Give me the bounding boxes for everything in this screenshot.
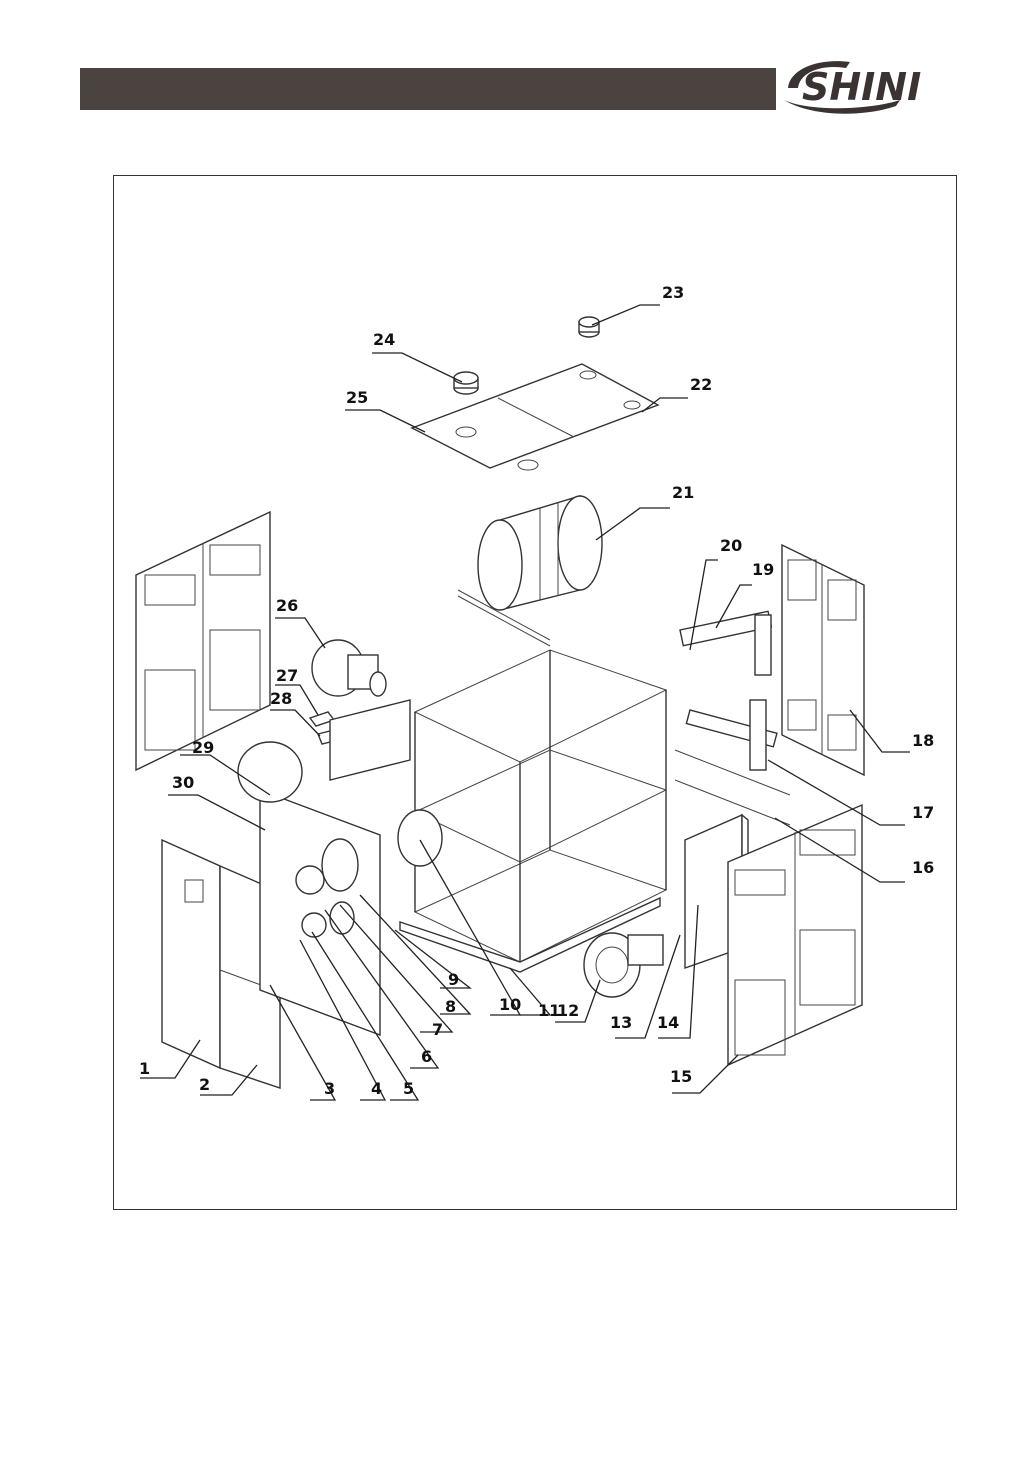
part-label-15: 15 <box>670 1067 692 1086</box>
side-panel-right-top <box>782 545 864 775</box>
part-label-9: 9 <box>448 970 459 989</box>
side-panel-left-top <box>136 512 270 770</box>
part-label-5: 5 <box>403 1079 414 1098</box>
part-label-24: 24 <box>373 330 395 349</box>
part-label-1: 1 <box>139 1059 150 1078</box>
cap-24 <box>454 372 478 394</box>
tank-21 <box>458 496 602 646</box>
part-label-12: 12 <box>557 1001 579 1020</box>
part-label-30: 30 <box>172 773 194 792</box>
part-label-21: 21 <box>672 483 694 502</box>
blower-section <box>238 742 442 1035</box>
part-label-6: 6 <box>421 1047 432 1066</box>
part-label-28: 28 <box>270 689 292 708</box>
part-label-23: 23 <box>662 283 684 302</box>
part-label-18: 18 <box>912 731 934 750</box>
cap-23 <box>579 317 599 337</box>
part-label-16: 16 <box>912 858 934 877</box>
part-label-29: 29 <box>192 738 214 757</box>
part-label-26: 26 <box>276 596 298 615</box>
part-label-19: 19 <box>752 560 774 579</box>
blower-26 <box>312 640 386 696</box>
part-label-25: 25 <box>346 388 368 407</box>
part-label-4: 4 <box>371 1079 382 1098</box>
part-label-14: 14 <box>657 1013 679 1032</box>
part-label-8: 8 <box>445 997 456 1016</box>
filter-parts <box>310 700 410 780</box>
blower-12 <box>584 933 663 997</box>
top-cover <box>412 364 658 470</box>
part-label-7: 7 <box>432 1020 443 1039</box>
part-label-22: 22 <box>690 375 712 394</box>
pipe-assembly <box>675 611 790 825</box>
part-label-27: 27 <box>276 666 298 685</box>
part-label-20: 20 <box>720 536 742 555</box>
part-label-10: 10 <box>499 995 521 1014</box>
part-label-3: 3 <box>324 1079 335 1098</box>
part-label-2: 2 <box>199 1075 210 1094</box>
main-frame <box>400 650 666 972</box>
part-label-13: 13 <box>610 1013 632 1032</box>
part-label-17: 17 <box>912 803 934 822</box>
